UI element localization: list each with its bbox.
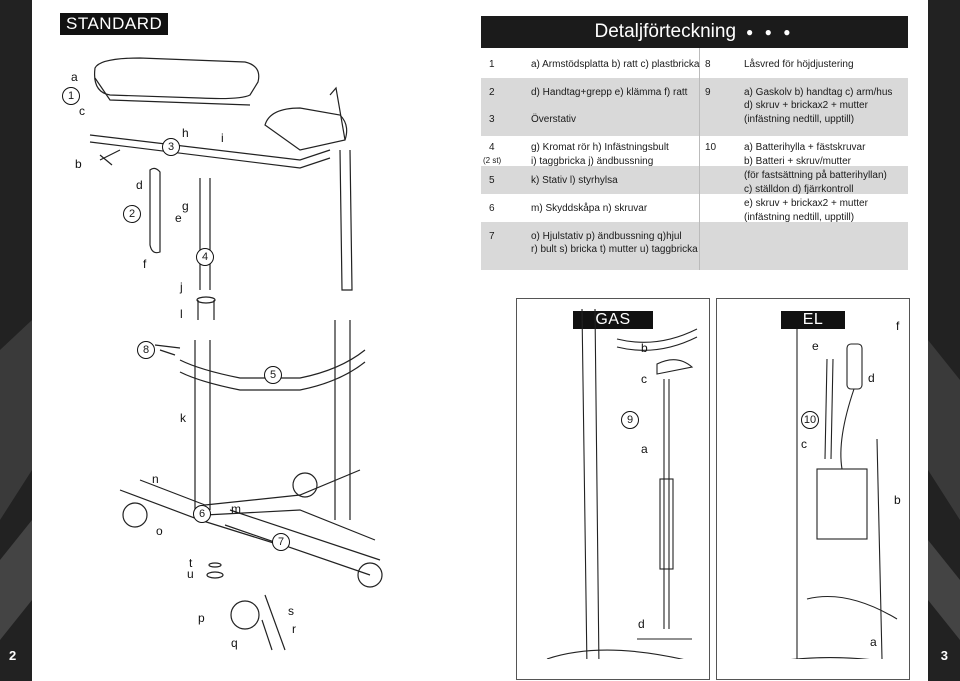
gas-label-a: a: [641, 442, 648, 456]
edge-pattern: [0, 320, 32, 640]
row-text: o) Hjulstativ p) ändbussning q)hjul: [531, 231, 682, 242]
row-number: 5: [489, 175, 495, 186]
label-b: b: [75, 157, 82, 171]
row-text: c) ställdon d) fjärrkontroll: [744, 184, 854, 195]
callout-6: 6: [193, 505, 211, 523]
el-drawing: [791, 329, 898, 659]
table-title: Detaljförteckning: [594, 21, 737, 42]
callout-1: 1: [62, 87, 80, 105]
label-l: l: [180, 307, 183, 321]
walker-exploded-drawing: [89, 57, 383, 651]
row-text: m) Skyddskåpa n) skruvar: [531, 203, 648, 214]
row-text: d) skruv + brickax2 + mutter: [744, 100, 868, 111]
callout-8: 8: [137, 341, 155, 359]
el-label-e: e: [812, 339, 819, 353]
label-d: d: [136, 178, 143, 192]
row-text: a) Gaskolv b) handtag c) arm/hus: [744, 87, 893, 98]
gas-label-d: d: [638, 617, 645, 631]
label-g: g: [182, 199, 189, 213]
el-title: EL: [780, 311, 846, 329]
label-i: i: [221, 131, 224, 145]
column-divider: [699, 48, 700, 270]
gas-callout-9: 9: [621, 411, 639, 429]
label-e: e: [175, 211, 182, 225]
el-callout-10: 10: [801, 411, 819, 429]
callout-4: 4: [196, 248, 214, 266]
row-text: r) bult s) bricka t) mutter u) taggbrick…: [531, 244, 698, 255]
row-text: k) Stativ l) styrhylsa: [531, 175, 618, 186]
parts-table: Detaljförteckning ● ● ● 1 a) Armstödspla…: [481, 16, 908, 270]
row-text: Överstativ: [531, 114, 577, 125]
label-c: c: [79, 104, 85, 118]
row-text: a) Batterihylla + fästskruvar: [744, 142, 866, 153]
edge-pattern: [928, 340, 960, 640]
gas-inset: GAS b c 9 a d: [516, 298, 710, 680]
row-number: 2: [489, 87, 495, 98]
left-edge-strip: 2: [0, 0, 32, 681]
label-o: o: [156, 524, 163, 538]
label-n: n: [152, 472, 159, 486]
row-number: 3: [489, 114, 495, 125]
row-number: 7: [489, 231, 495, 242]
label-m: m: [231, 502, 241, 516]
el-label-d: d: [868, 371, 875, 385]
row-number: 4: [489, 142, 495, 153]
label-q: q: [231, 636, 238, 650]
row-number: 6: [489, 203, 495, 214]
row-note: (2 st): [483, 156, 502, 165]
gas-label-b: b: [641, 341, 648, 355]
label-p: p: [198, 611, 205, 625]
callout-5: 5: [264, 366, 282, 384]
row-text: g) Kromat rör h) Infästningsbult: [531, 142, 669, 153]
row-text: d) Handtag+grepp e) klämma f) ratt: [531, 87, 688, 98]
row-number: 9: [705, 87, 711, 98]
row-text: Låsvred för höjdjustering: [744, 59, 854, 70]
el-label-a: a: [870, 635, 877, 649]
row-number: 1: [489, 59, 495, 70]
label-s: s: [288, 604, 294, 618]
el-label-c: c: [801, 437, 807, 451]
gas-label-c: c: [641, 372, 647, 386]
table-header: Detaljförteckning ● ● ●: [481, 16, 908, 48]
row-number: 8: [705, 59, 711, 70]
row-text: e) skruv + brickax2 + mutter: [744, 198, 868, 209]
row-text: a) Armstödsplatta b) ratt c) plastbricka: [531, 59, 700, 70]
el-label-b: b: [894, 493, 901, 507]
callout-2: 2: [123, 205, 141, 223]
row-text: (för fastsättning på batterihyllan): [744, 170, 887, 181]
label-a: a: [71, 70, 78, 84]
label-f: f: [143, 257, 147, 271]
callout-3: 3: [162, 138, 180, 156]
standard-title: STANDARD: [60, 13, 169, 35]
label-u: u: [187, 567, 194, 581]
right-edge-strip: 3: [928, 0, 960, 681]
row-text: (infästning nedtill, upptill): [744, 212, 855, 223]
el-label-f: f: [896, 319, 900, 333]
row-text: b) Batteri + skruv/mutter: [744, 156, 851, 167]
row-number: 10: [705, 142, 717, 153]
row-text: i) taggbricka j) ändbussning: [531, 156, 654, 167]
label-r: r: [292, 622, 296, 636]
table-band: [481, 78, 908, 136]
gas-drawing: [546, 308, 698, 659]
row-text: (infästning nedtill, upptill): [744, 114, 855, 125]
label-j: j: [180, 280, 183, 294]
table-band: [481, 166, 908, 194]
table-band: [481, 222, 908, 270]
el-inset: EL f e d 10 c b a: [716, 298, 910, 680]
label-k: k: [180, 411, 186, 425]
page-number-left: 2: [9, 648, 17, 663]
label-t: t: [189, 556, 193, 570]
gas-title: GAS: [573, 311, 653, 329]
callout-7: 7: [272, 533, 290, 551]
title-dots: ● ● ●: [746, 25, 795, 39]
page-number-right: 3: [940, 648, 948, 663]
label-h: h: [182, 126, 189, 140]
table-body: 1 a) Armstödsplatta b) ratt c) plastbric…: [481, 48, 908, 270]
